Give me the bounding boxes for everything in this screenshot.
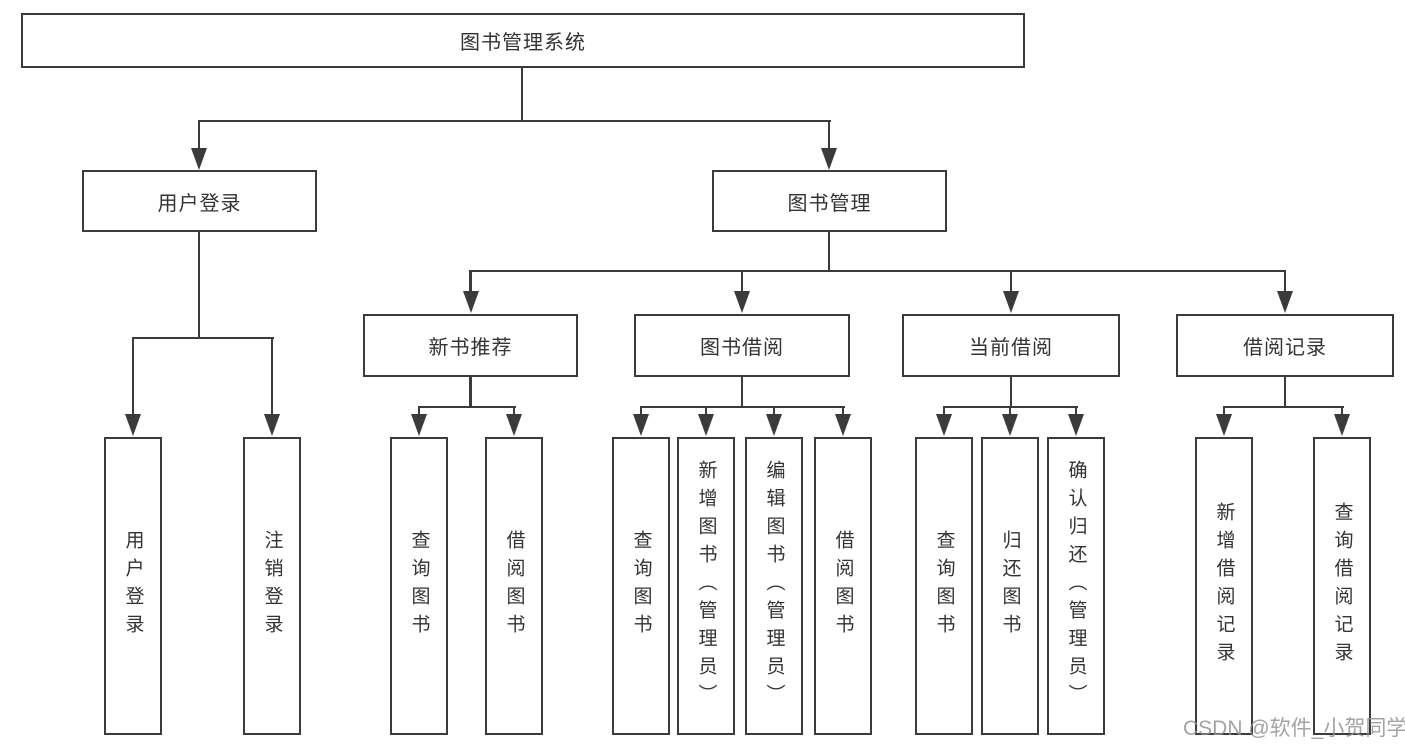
leaf-current-query: 查询图书 <box>915 437 973 735</box>
leaf-current-confirm-label: 确认归还（管理员） <box>1065 460 1087 712</box>
leaf-record-query: 查询借阅记录 <box>1313 437 1371 735</box>
arrowhead-newbook-leaf-2 <box>506 414 522 436</box>
connector-current-drop-1 <box>942 406 946 418</box>
leaf-newbook-borrow: 借阅图书 <box>485 437 543 735</box>
arrowhead-borrow-record <box>1277 291 1293 313</box>
leaf-logout: 注销登录 <box>243 437 301 735</box>
leaf-current-query-label: 查询图书 <box>933 530 955 642</box>
leaf-borrow-borrow: 借阅图书 <box>814 437 872 735</box>
leaf-borrow-query-label: 查询图书 <box>630 530 652 642</box>
node-new-book: 新书推荐 <box>363 314 578 377</box>
leaf-borrow-add-label: 新增图书（管理员） <box>695 460 717 712</box>
leaf-newbook-query: 查询图书 <box>390 437 448 735</box>
connector-mgmt-rail <box>469 269 1287 272</box>
node-user-login-label: 用户登录 <box>157 192 242 215</box>
node-book-management: 图书管理 <box>712 170 947 232</box>
connector-root-rail <box>197 119 831 122</box>
connector-newbook-rail <box>417 405 516 408</box>
arrowhead-current-borrow <box>1003 291 1019 313</box>
arrowhead-borrow-leaf-3 <box>766 414 782 436</box>
connector-mgmt-drop-3 <box>1009 270 1013 295</box>
connector-current-stem <box>1009 377 1013 408</box>
leaf-current-confirm: 确认归还（管理员） <box>1047 437 1105 735</box>
arrowhead-book-management <box>821 148 837 170</box>
connector-record-rail <box>1222 405 1344 408</box>
connector-login-rail <box>131 336 274 339</box>
node-book-management-label: 图书管理 <box>787 192 872 215</box>
connector-newbook-stem <box>469 377 472 408</box>
arrowhead-book-borrow <box>734 291 750 313</box>
connector-mgmt-drop-4 <box>1283 270 1287 295</box>
leaf-user-login: 用户登录 <box>104 437 162 735</box>
leaf-newbook-borrow-label: 借阅图书 <box>503 530 525 642</box>
arrowhead-borrow-leaf-2 <box>698 414 714 436</box>
connector-current-drop-2 <box>1008 406 1012 418</box>
leaf-logout-label: 注销登录 <box>261 530 283 642</box>
connector-login-drop-1 <box>131 337 135 417</box>
node-user-login: 用户登录 <box>82 170 317 232</box>
leaf-newbook-query-label: 查询图书 <box>408 530 430 642</box>
leaf-borrow-query: 查询图书 <box>612 437 670 735</box>
connector-mgmt-stem <box>827 232 831 272</box>
arrowhead-new-book <box>462 291 479 313</box>
connector-borrow-drop-3 <box>772 406 776 418</box>
leaf-borrow-edit-label: 编辑图书（管理员） <box>763 460 785 712</box>
connector-root-stem <box>520 68 524 122</box>
node-book-borrow-label: 图书借阅 <box>700 337 784 359</box>
node-borrow-record: 借阅记录 <box>1176 314 1394 377</box>
connector-borrow-drop-1 <box>639 406 643 418</box>
leaf-borrow-borrow-label: 借阅图书 <box>832 530 854 642</box>
leaf-user-login-label: 用户登录 <box>122 530 144 642</box>
node-current-borrow-label: 当前借阅 <box>969 337 1053 359</box>
leaf-record-add: 新增借阅记录 <box>1195 437 1253 735</box>
arrowhead-borrow-leaf-1 <box>633 414 649 436</box>
leaf-borrow-add: 新增图书（管理员） <box>677 437 735 735</box>
leaf-current-return: 归还图书 <box>981 437 1039 735</box>
connector-current-drop-3 <box>1074 406 1078 418</box>
connector-record-stem <box>1283 377 1287 408</box>
arrowhead-login-leaf-1 <box>125 414 141 436</box>
connector-borrow-stem <box>740 377 744 408</box>
arrowhead-current-leaf-3 <box>1068 414 1084 436</box>
connector-newbook-drop-1 <box>417 406 421 418</box>
connector-borrow-drop-2 <box>704 406 708 418</box>
connector-root-drop-left <box>197 120 201 150</box>
arrowhead-current-leaf-2 <box>1002 414 1018 436</box>
node-root: 图书管理系统 <box>21 13 1025 68</box>
connector-mgmt-drop-1 <box>469 270 472 295</box>
node-root-label: 图书管理系统 <box>460 32 586 54</box>
leaf-borrow-edit: 编辑图书（管理员） <box>745 437 803 735</box>
leaf-record-query-label: 查询借阅记录 <box>1331 502 1353 670</box>
arrowhead-borrow-leaf-4 <box>835 414 851 436</box>
arrowhead-user-login <box>191 148 207 170</box>
node-new-book-label: 新书推荐 <box>428 337 513 359</box>
leaf-record-add-label: 新增借阅记录 <box>1213 502 1235 670</box>
connector-login-drop-2 <box>270 337 274 417</box>
watermark: CSDN @软件_小贺同学 <box>1183 717 1405 740</box>
node-borrow-record-label: 借阅记录 <box>1243 337 1327 359</box>
connector-mgmt-drop-2 <box>740 270 744 295</box>
connector-borrow-rail <box>639 405 845 408</box>
leaf-current-return-label: 归还图书 <box>999 530 1021 642</box>
connector-login-stem <box>197 232 201 339</box>
connector-record-drop-2 <box>1340 406 1344 418</box>
arrowhead-record-leaf-2 <box>1334 414 1350 436</box>
node-current-borrow: 当前借阅 <box>902 314 1120 377</box>
arrowhead-login-leaf-2 <box>264 414 280 436</box>
node-book-borrow: 图书借阅 <box>634 314 850 377</box>
connector-newbook-drop-2 <box>512 406 516 418</box>
arrowhead-current-leaf-1 <box>936 414 952 436</box>
arrowhead-newbook-leaf-1 <box>411 414 427 436</box>
connector-borrow-drop-4 <box>841 406 845 418</box>
connector-root-drop-right <box>827 120 831 150</box>
connector-record-drop-1 <box>1222 406 1226 418</box>
arrowhead-record-leaf-1 <box>1216 414 1232 436</box>
